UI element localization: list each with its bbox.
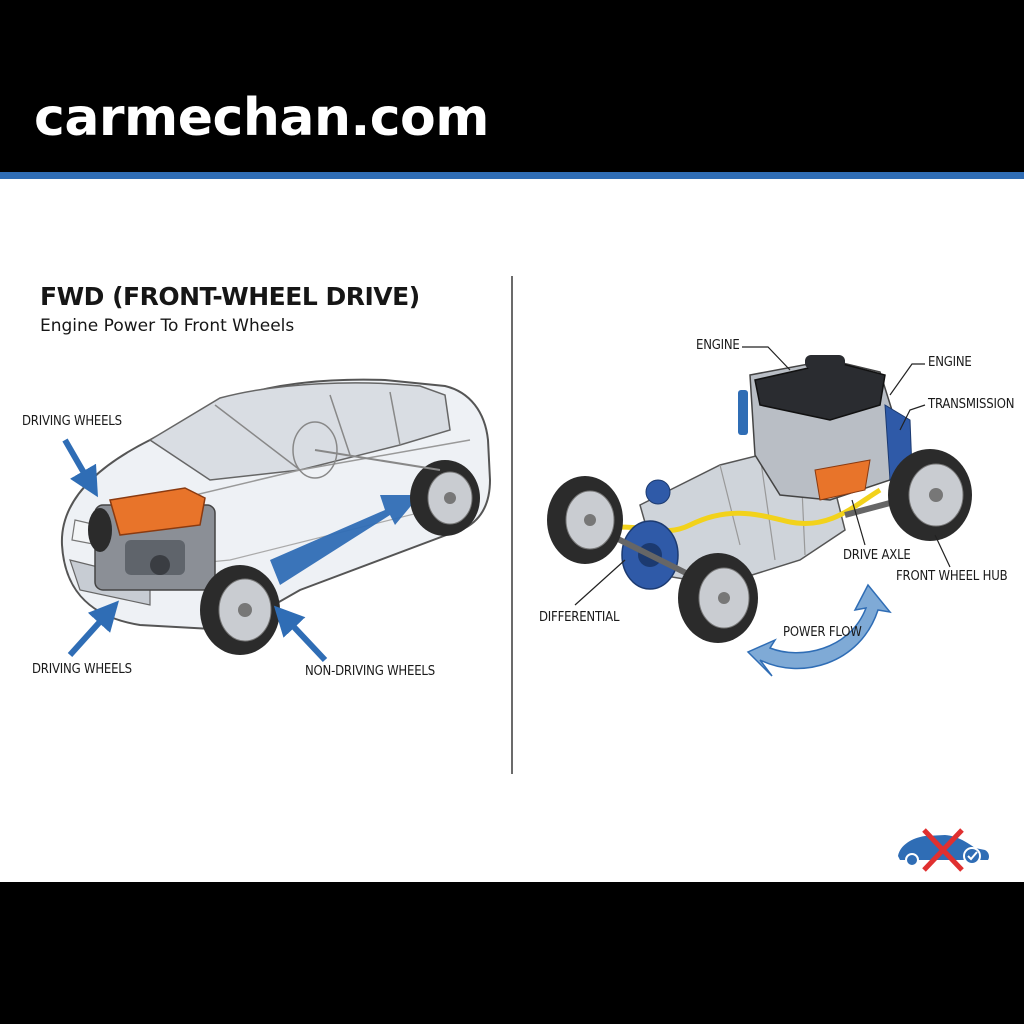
power-flow-arrow — [746, 583, 892, 677]
label-driving-wheels-top: DRIVING WHEELS — [22, 414, 122, 429]
rear-wheel — [410, 460, 480, 536]
label-non-driving-wheels: NON-DRIVING WHEELS — [305, 664, 435, 679]
diagram-subtitle: Engine Power To Front Wheels — [40, 316, 295, 336]
arrow-driving-wheels-top — [62, 438, 98, 498]
label-engine-left: ENGINE — [696, 338, 740, 353]
label-differential: DIFFERENTIAL — [539, 610, 620, 625]
site-title[interactable]: carmechan.com — [34, 88, 489, 148]
label-transmission: TRANSMISSION — [928, 397, 1015, 412]
leader-transmission — [899, 404, 926, 431]
panel-divider — [511, 276, 513, 774]
wheel-front-right — [888, 449, 972, 541]
label-drive-axle: DRIVE AXLE — [843, 548, 911, 563]
footer-bar — [0, 882, 1024, 1024]
drivetrain-illustration — [547, 346, 972, 677]
arrow-non-driving-wheels — [273, 605, 328, 663]
car-glass — [148, 382, 451, 481]
leader-differential — [574, 559, 626, 606]
wheel-rear-left — [678, 553, 758, 643]
front-wheel — [200, 565, 280, 655]
fwd-engine — [94, 487, 216, 591]
header-bar: carmechan.com — [0, 0, 1024, 172]
leader-engine-left — [742, 346, 791, 371]
wheel-front-left — [547, 476, 623, 564]
fwd-car-illustration — [60, 378, 492, 663]
label-power-flow: POWER FLOW — [783, 625, 862, 640]
header-rule — [0, 172, 1024, 179]
leader-front-wheel-hub — [934, 534, 951, 568]
leader-engine-right — [889, 363, 925, 396]
leader-drive-axle — [851, 499, 866, 546]
label-driving-wheels-bottom: DRIVING WHEELS — [32, 662, 132, 677]
power-arrow-left — [270, 495, 420, 585]
label-front-wheel-hub: FRONT WHEEL HUB — [896, 569, 1008, 584]
label-engine-right: ENGINE — [928, 355, 972, 370]
differential-unit — [621, 479, 679, 590]
arrow-driving-wheels-bottom — [67, 600, 120, 658]
diagram-title: FWD (FRONT-WHEEL DRIVE) — [40, 282, 420, 311]
car-cross-check-icon — [898, 828, 989, 872]
